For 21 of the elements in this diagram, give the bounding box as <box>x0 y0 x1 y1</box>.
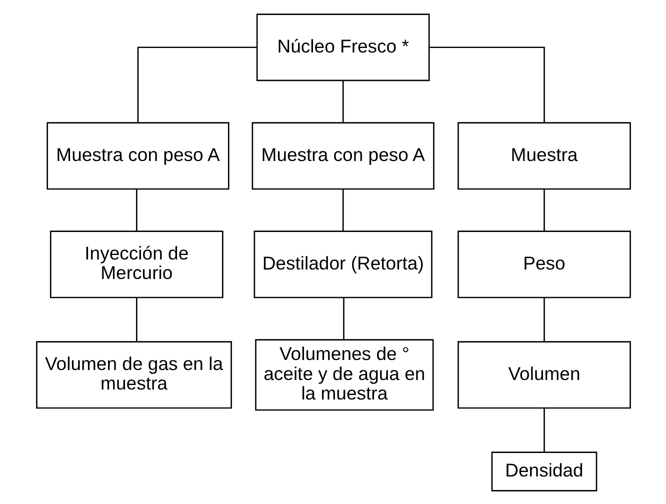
connector <box>543 408 544 452</box>
connector <box>135 297 137 342</box>
connector <box>429 46 544 122</box>
connector <box>543 188 544 231</box>
connector <box>135 188 137 231</box>
connector <box>342 80 344 122</box>
node-box: Destilador (Retorta) <box>253 230 432 298</box>
node-box: Volumen de gas en la muestra <box>36 340 232 408</box>
node-box: Muestra con peso A <box>251 122 434 190</box>
node-box: Inyección de Mercurio <box>49 230 223 298</box>
connector <box>342 297 344 339</box>
node-box: Volumen <box>457 340 630 408</box>
connector <box>342 188 344 231</box>
node-box: Densidad <box>490 451 597 491</box>
node-box: Peso <box>457 230 630 298</box>
node-box: Núcleo Fresco * <box>256 13 430 81</box>
connector <box>136 46 256 122</box>
node-box: Muestra con peso A <box>46 122 229 190</box>
connector <box>543 297 544 342</box>
node-box: Muestra <box>457 122 630 190</box>
node-box: Volumenes de ° aceite y de agua en la muestra <box>254 338 434 410</box>
